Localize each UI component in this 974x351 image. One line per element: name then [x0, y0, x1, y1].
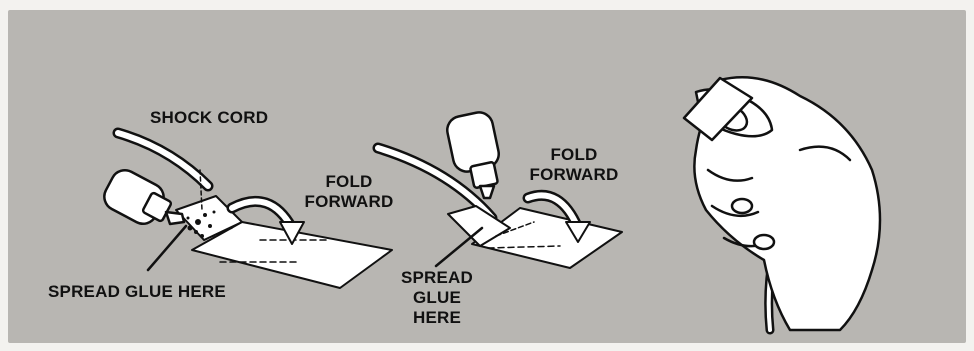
step1-glue-spot: [186, 210, 216, 238]
step2-glue-pointer: [434, 226, 484, 268]
step3-hand-illustration: [682, 75, 882, 335]
step2-glue-line3: HERE: [412, 308, 462, 327]
step2-illustration: [372, 111, 623, 269]
step3-paper-tab: [682, 76, 754, 142]
step2-fold-line1: FOLD: [550, 145, 598, 164]
step2-paper-strip: [471, 207, 623, 269]
step2-glue-bottle: [446, 111, 500, 200]
step1-glue-pointer: [146, 224, 188, 272]
step2-glue-line1: SPREAD: [400, 268, 474, 287]
step1-illustration: [103, 127, 393, 289]
step2-glue-line2: GLUE: [412, 288, 462, 307]
step1-shock-cord-label: SHOCK CORD: [150, 108, 269, 127]
step1-glue-bottle: [103, 168, 186, 226]
step2-fold-forward-label: FOLD FORWARD: [514, 145, 634, 185]
step1-fold-line1: FOLD: [325, 172, 373, 191]
step2-fold-line2: FORWARD: [529, 165, 619, 184]
step1-spread-glue-label: SPREAD GLUE HERE: [48, 282, 226, 301]
step3-hand: [693, 75, 882, 332]
step2-spread-glue-label: SPREAD GLUE HERE: [394, 268, 480, 328]
step1-fold-line2: FORWARD: [304, 192, 394, 211]
step1-fold-forward-label: FOLD FORWARD: [294, 172, 404, 212]
